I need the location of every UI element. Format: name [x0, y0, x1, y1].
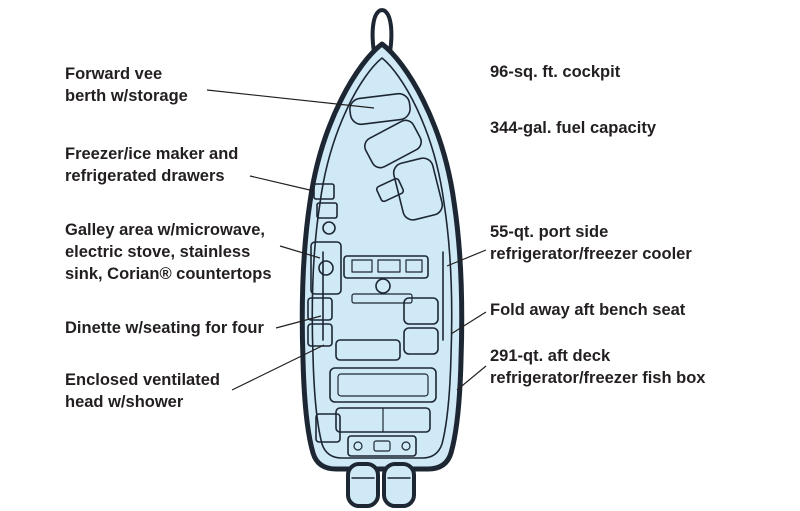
forward-table-shape	[375, 177, 405, 203]
leader-line-head	[231, 344, 325, 391]
freezer-drawer-1-shape	[313, 183, 335, 200]
head-fixture-shape	[318, 260, 334, 276]
transom-detail-center-shape	[373, 440, 391, 452]
callout-fuel-capacity: 344-gal. fuel capacity	[490, 119, 656, 137]
helm-console-shape	[343, 255, 429, 279]
leader-line-cooler	[446, 249, 487, 267]
transom-detail-left-shape	[353, 441, 363, 451]
engine-starboard-shape	[382, 462, 416, 508]
callout-enclosed-head: Enclosed ventilated head w/shower	[65, 371, 220, 411]
leader-line-galley	[279, 245, 321, 259]
callout-aft-fish-box: 291-qt. aft deck refrigerator/freezer fi…	[490, 347, 706, 387]
callout-dinette: Dinette w/seating for four	[65, 319, 264, 337]
callout-aft-bench-seat: Fold away aft bench seat	[490, 301, 686, 319]
freezer-drawer-2-shape	[316, 202, 338, 219]
callout-port-side-cooler: 55-qt. port side refrigerator/freezer co…	[490, 223, 692, 263]
cockpit-structure-lines	[322, 251, 444, 341]
forward-seat-upper-shape	[364, 119, 422, 169]
bow-pulpit-shape	[370, 8, 394, 54]
leader-line-fishbox	[456, 365, 487, 391]
helm-seat-2-shape	[403, 327, 439, 355]
sink-shape	[322, 221, 336, 235]
callout-galley-area: Galley area w/microwave, electric stove,…	[65, 221, 272, 283]
leader-line-freezer	[249, 175, 315, 192]
leader-line-bench	[450, 311, 487, 335]
helm-seat-1-shape	[403, 297, 439, 325]
engine-port-shape	[346, 462, 380, 508]
dinette-seat-1-shape	[307, 297, 333, 321]
leader-line-vee-berth	[206, 89, 375, 109]
steering-wheel-shape	[375, 278, 391, 294]
transom-well-shape	[347, 435, 417, 457]
forward-seat-lower-shape	[392, 157, 444, 221]
callout-forward-vee-berth: Forward vee berth w/storage	[65, 65, 188, 105]
gunwale-line-shape	[311, 57, 453, 459]
galley-counter-shape	[310, 241, 342, 295]
leader-line-dinette	[275, 315, 322, 329]
leader-lines	[206, 89, 487, 391]
aft-deck-hatch-inner-shape	[337, 373, 429, 397]
port-aft-locker-shape	[315, 413, 341, 443]
aft-deck-hatch-shape	[329, 367, 437, 403]
aft-bench-seat-shape	[335, 339, 401, 361]
console-panel-1-shape	[351, 259, 373, 273]
transom-detail-right-shape	[401, 441, 411, 451]
vee-berth-shape	[349, 92, 411, 126]
console-panel-2-shape	[377, 259, 401, 273]
console-panel-3-shape	[405, 259, 423, 273]
callout-freezer-ice-maker: Freezer/ice maker and refrigerated drawe…	[65, 145, 239, 185]
dinette-seat-2-shape	[307, 323, 333, 347]
callout-cockpit-size: 96-sq. ft. cockpit	[490, 63, 621, 81]
